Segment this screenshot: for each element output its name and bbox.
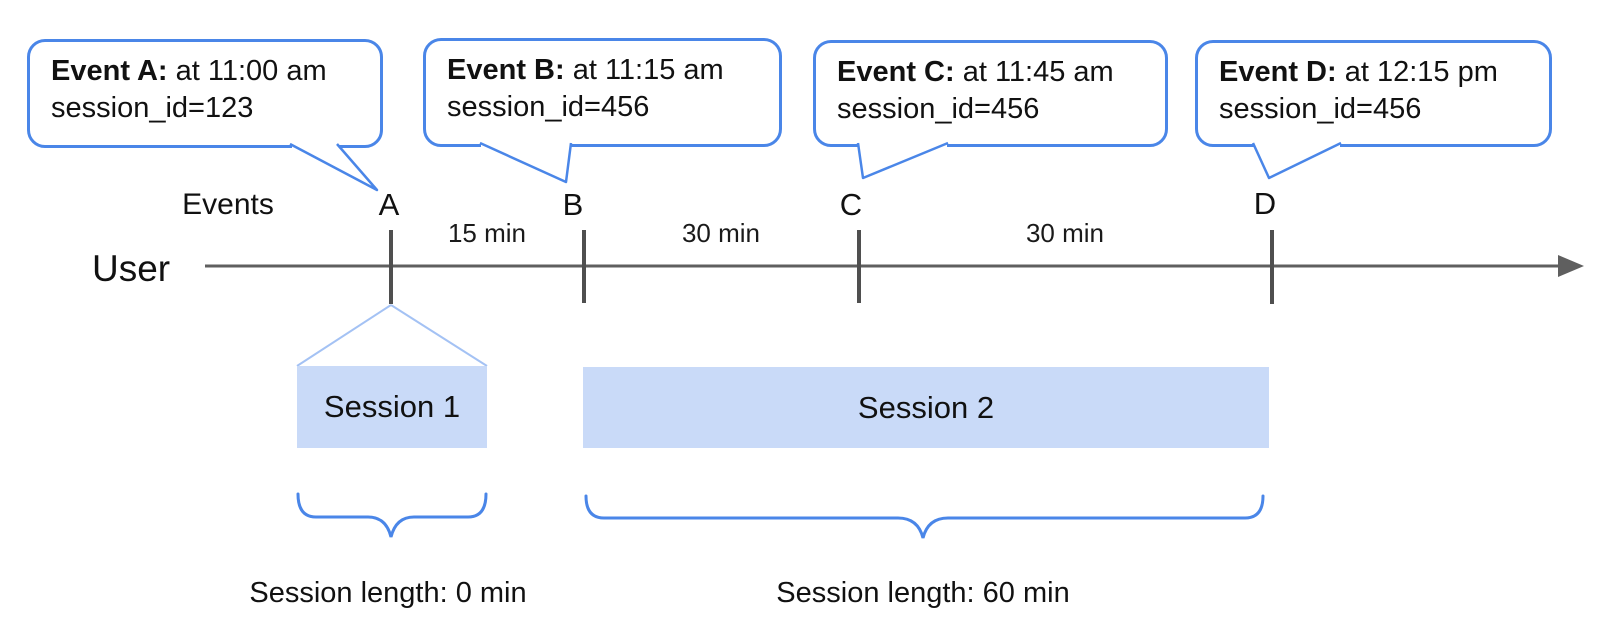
- event-c-session-id: session_id=456: [837, 93, 1040, 125]
- event-b-time: at 11:15 am: [564, 54, 724, 86]
- interval-b-c: 30 min: [681, 218, 761, 248]
- event-c-time: at 11:45 am: [954, 56, 1114, 88]
- event-a-session-id: session_id=123: [51, 92, 254, 124]
- event-d-time: at 12:15 pm: [1336, 56, 1498, 88]
- interval-c-d: 30 min: [1025, 218, 1105, 248]
- events-axis-label: Events: [182, 188, 274, 221]
- event-marker-a: A: [378, 187, 400, 222]
- event-a-title: Event A:: [51, 55, 168, 87]
- event-d-line1: Event D: at 12:15 pm: [1219, 54, 1549, 91]
- event-d-session-id: session_id=456: [1219, 93, 1422, 125]
- event-c-line1: Event C: at 11:45 am: [837, 54, 1165, 91]
- event-marker-d: D: [1253, 186, 1277, 221]
- event-d-title: Event D:: [1219, 56, 1337, 88]
- event-a-time: at 11:00 am: [167, 55, 327, 87]
- user-axis-label: User: [92, 248, 171, 289]
- session-2-box: Session 2: [583, 367, 1269, 448]
- session-1-label: Session 1: [323, 389, 461, 424]
- event-c-title: Event C:: [837, 56, 955, 88]
- session-1-box: Session 1: [297, 366, 487, 448]
- event-marker-b: B: [562, 187, 584, 222]
- event-d-callout: Event D: at 12:15 pm session_id=456: [1195, 40, 1552, 147]
- session-2-length-label: Session length: 60 min: [776, 577, 1070, 609]
- event-b-line1: Event B: at 11:15 am: [447, 52, 779, 89]
- event-marker-c: C: [839, 187, 863, 222]
- session-2-label: Session 2: [857, 389, 995, 425]
- event-c-callout: Event C: at 11:45 am session_id=456: [813, 40, 1168, 147]
- event-b-callout: Event B: at 11:15 am session_id=456: [423, 38, 782, 147]
- event-b-session-id: session_id=456: [447, 91, 650, 123]
- event-b-title: Event B:: [447, 54, 565, 86]
- interval-a-b: 15 min: [447, 218, 527, 248]
- event-a-line1: Event A: at 11:00 am: [51, 53, 380, 90]
- session-1-length-label: Session length: 0 min: [249, 577, 527, 609]
- event-a-callout: Event A: at 11:00 am session_id=123: [27, 39, 383, 148]
